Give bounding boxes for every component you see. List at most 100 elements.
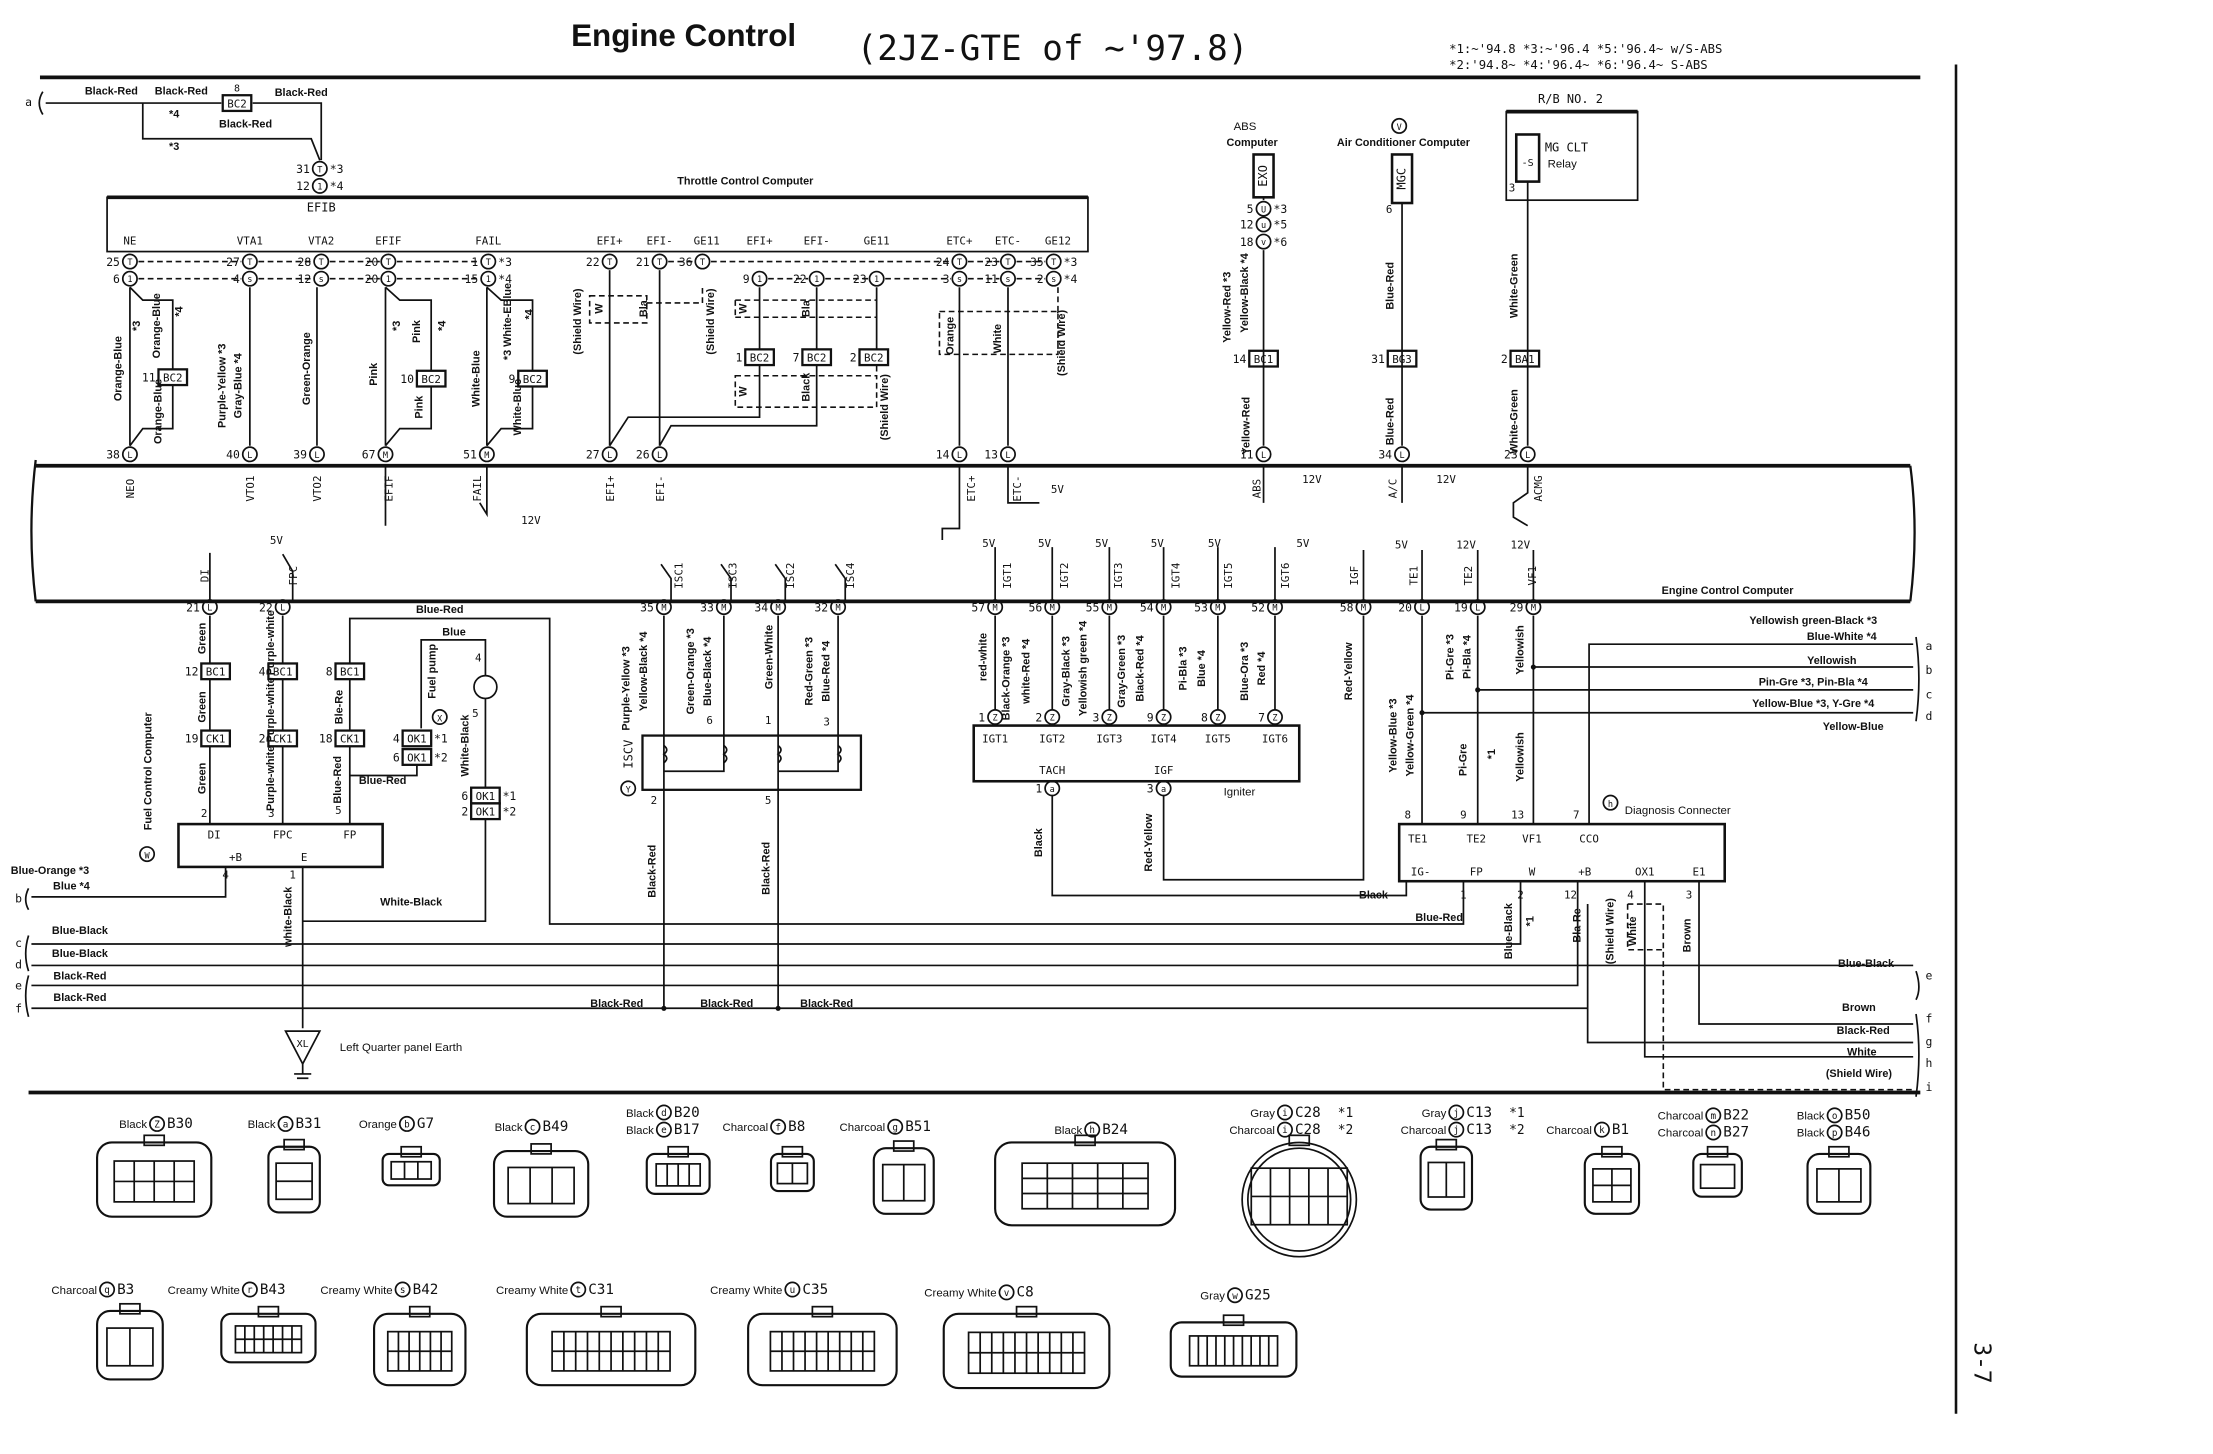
pin-note: *3	[330, 162, 344, 176]
pin-code: M	[1272, 604, 1277, 614]
pin-code: M	[1531, 604, 1536, 614]
pin-number: 13	[984, 448, 998, 462]
pin-circle	[1101, 599, 1118, 616]
wire-color-label: Blue-Ora *3	[1239, 642, 1251, 701]
connector-tag-box	[1386, 349, 1418, 368]
connector-letter: g	[892, 1122, 898, 1133]
pin-note: *4	[330, 179, 344, 193]
connector-letter-circle	[1276, 1104, 1293, 1121]
wire-color-label: Purple-white	[265, 677, 277, 742]
connector-code: C13	[1466, 1122, 1492, 1138]
connector-letter: p	[1832, 1128, 1838, 1139]
pin-code: T	[386, 258, 391, 268]
wire-color-label: Blue-Black	[52, 925, 109, 937]
bus-letter: a	[25, 95, 32, 109]
connector-letter-circle	[770, 1118, 787, 1135]
connector-letter-circle	[1826, 1107, 1843, 1124]
connector-letter-circle	[1227, 1287, 1243, 1304]
terminal-number: 5	[335, 804, 342, 817]
relay-block-2: R/B NO. 2 -S MG CLT Relay	[1505, 92, 1639, 446]
pin-circle	[480, 253, 497, 270]
air-conditioner-computer: V Air Conditioner Computer MGC	[1337, 117, 1471, 446]
pin-circle	[987, 709, 1004, 726]
connector-letter-circle	[99, 1281, 116, 1298]
relay-name: MG CLT	[1545, 141, 1588, 155]
pin-number: 15	[465, 272, 479, 286]
connector-letter: k	[1599, 1125, 1605, 1136]
rb-label: R/B NO. 2	[1538, 92, 1603, 106]
wire-color-label: Red-Yellow	[1343, 642, 1355, 700]
pin-number: 2	[1035, 710, 1042, 724]
connector-tag-code: CK1	[273, 733, 293, 746]
connector-letter-circle	[1705, 1107, 1722, 1124]
pin-circle	[241, 253, 258, 270]
connector-letter-circle	[655, 1121, 672, 1138]
throttle-terminal: EFI-	[804, 234, 830, 247]
connector-letter-circle	[1084, 1121, 1101, 1138]
throttle-wires	[129, 260, 1059, 447]
pin-number: 7	[1258, 710, 1265, 724]
connector-letter: u	[790, 1285, 796, 1296]
wire-color-label: Blue-Black	[52, 948, 109, 960]
pin-code: T	[1051, 258, 1056, 268]
connector-tag-pin: 2	[259, 732, 266, 746]
pin-note: *4	[498, 272, 512, 286]
connector-tag-box	[744, 348, 775, 367]
connector-tag-code: BC1	[1254, 353, 1274, 366]
pin-number: 22	[586, 255, 600, 269]
ecu-lower-terminal: FPC	[287, 566, 300, 586]
frame-lines	[28, 64, 1958, 1414]
connector-color: Charcoal	[840, 1122, 886, 1134]
connector-letter: o	[1832, 1111, 1838, 1122]
wire-color-label: Yellowish	[1514, 625, 1526, 674]
connector-tag-box	[401, 729, 433, 748]
bus-letter: b	[1925, 663, 1932, 677]
pin-number: 57	[971, 600, 985, 614]
terminal-number: 6	[1386, 203, 1393, 216]
wire-color-label: Yellow-Green *4	[1404, 695, 1416, 777]
connector-color: Black	[119, 1119, 147, 1131]
wire-color-label: Black-Red	[646, 845, 658, 898]
fuel-computer-terminal: FPC	[273, 828, 293, 841]
igniter-terminal: TACH	[1039, 764, 1065, 777]
pin-code: M	[1161, 604, 1166, 614]
wire-color-label: Black-Red	[800, 998, 853, 1010]
connector-tag-pin: 18	[319, 732, 333, 746]
fuel-computer-terminal: +B	[229, 851, 243, 864]
connector-letter: f	[775, 1122, 781, 1133]
diagnosis-connector: h Diagnosis Connecter	[1397, 615, 1920, 1097]
pin-code: L	[957, 451, 962, 461]
pin-number: 22	[259, 600, 273, 614]
connector-color: Gray	[1250, 1108, 1275, 1120]
wire-color-label: Orange-Blue	[112, 336, 124, 401]
pin-circle	[313, 253, 330, 270]
connector-tag-note: *2	[434, 750, 448, 764]
pin-number: 21	[186, 600, 200, 614]
pin-code: Z	[1215, 714, 1220, 724]
diagnosis-terminal: FP	[1470, 865, 1484, 878]
pin-code: 1	[386, 275, 391, 285]
pin-number: 34	[754, 600, 768, 614]
connector-letter: e	[661, 1125, 667, 1136]
pin-circle	[1255, 200, 1272, 217]
wire-color-label: Blue-White *4	[1807, 631, 1877, 643]
throttle-terminal: VTA2	[308, 234, 334, 247]
pin-circle	[601, 446, 618, 463]
pin-circle	[830, 599, 847, 616]
pin-circle	[751, 270, 768, 287]
wire-color-label: Yellow-Black *4	[1239, 253, 1251, 333]
wire-color-label: Blue-Black *4	[702, 637, 714, 706]
wire-color-label: *3	[391, 321, 403, 331]
bus-letter: h	[1925, 1056, 1932, 1070]
pin-number: 54	[1140, 600, 1154, 614]
pin-circle	[1044, 780, 1061, 797]
wire-color-label: Yellowish green-Black *3	[1749, 615, 1877, 627]
terminal-number: 2	[1517, 888, 1524, 901]
diagnosis-terminal: E1	[1692, 865, 1705, 878]
wire-color-label: Blue-Black	[1838, 958, 1895, 970]
ecu-upper-terminal: ETC+	[965, 475, 978, 502]
pin-number: 11	[984, 272, 998, 286]
